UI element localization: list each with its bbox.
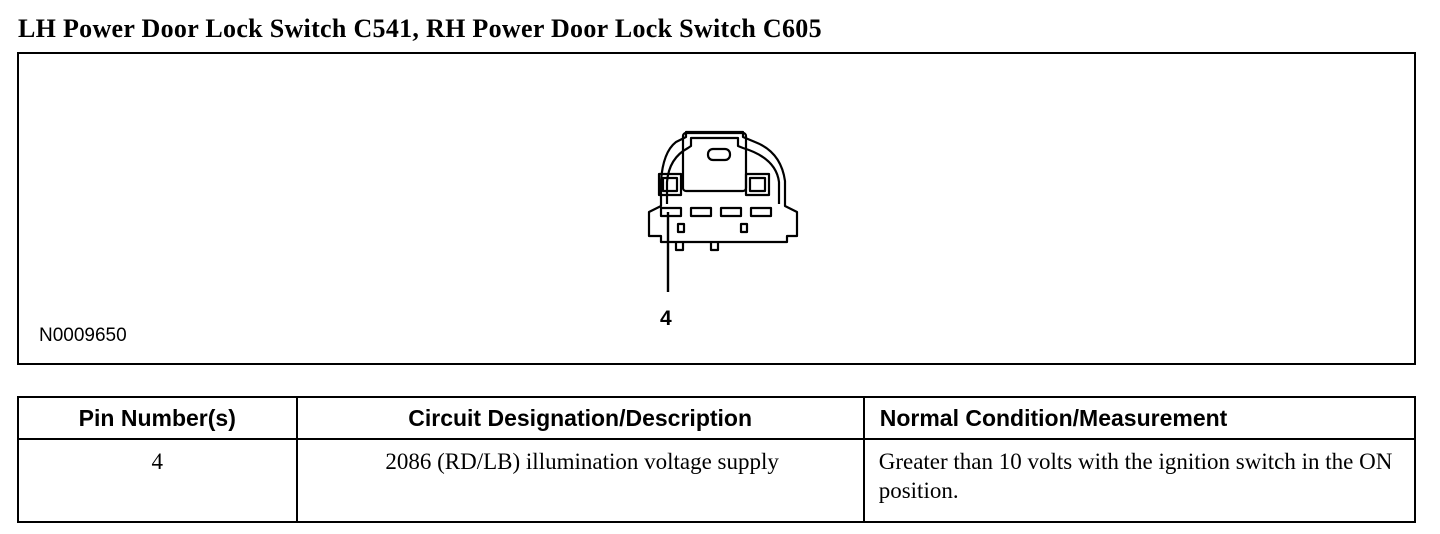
table-header-row: Pin Number(s) Circuit Designation/Descri… [17,396,1417,440]
left-lock-tab [657,172,683,197]
cell-condition: Greater than 10 volts with the ignition … [862,438,1417,523]
connector-face-diagram [647,130,799,292]
bottom-key-right [709,242,720,252]
table-row: 4 2086 (RD/LB) illumination voltage supp… [17,438,1417,523]
connector-shell-inner [665,136,781,204]
terminal-cavity-1 [749,206,773,218]
header-condition: Normal Condition/Measurement [862,396,1417,440]
page-title: LH Power Door Lock Switch C541, RH Power… [18,14,822,43]
right-lock-tab-inner [748,176,767,193]
connector-shell-outline [647,130,799,244]
terminal-cavity-3 [689,206,713,218]
pin-table: Pin Number(s) Circuit Designation/Descri… [17,396,1417,523]
cavity-mark-right [739,222,749,234]
header-circuit: Circuit Designation/Description [295,396,865,440]
cell-pin: 4 [17,438,298,523]
latch-tab [681,131,748,193]
connector-figure: 4 N0009650 [17,52,1416,365]
left-lock-tab-inner [661,176,679,193]
terminal-cavity-2 [719,206,743,218]
pin-callout-label: 4 [660,307,672,330]
cavity-mark-left [676,222,686,234]
latch-window [706,147,732,162]
cell-circuit: 2086 (RD/LB) illumination voltage supply [295,438,865,523]
header-pin: Pin Number(s) [17,396,298,440]
bottom-key-left [674,242,685,252]
right-lock-tab [744,172,771,197]
terminal-cavity-4 [659,206,683,218]
figure-id: N0009650 [39,325,127,346]
